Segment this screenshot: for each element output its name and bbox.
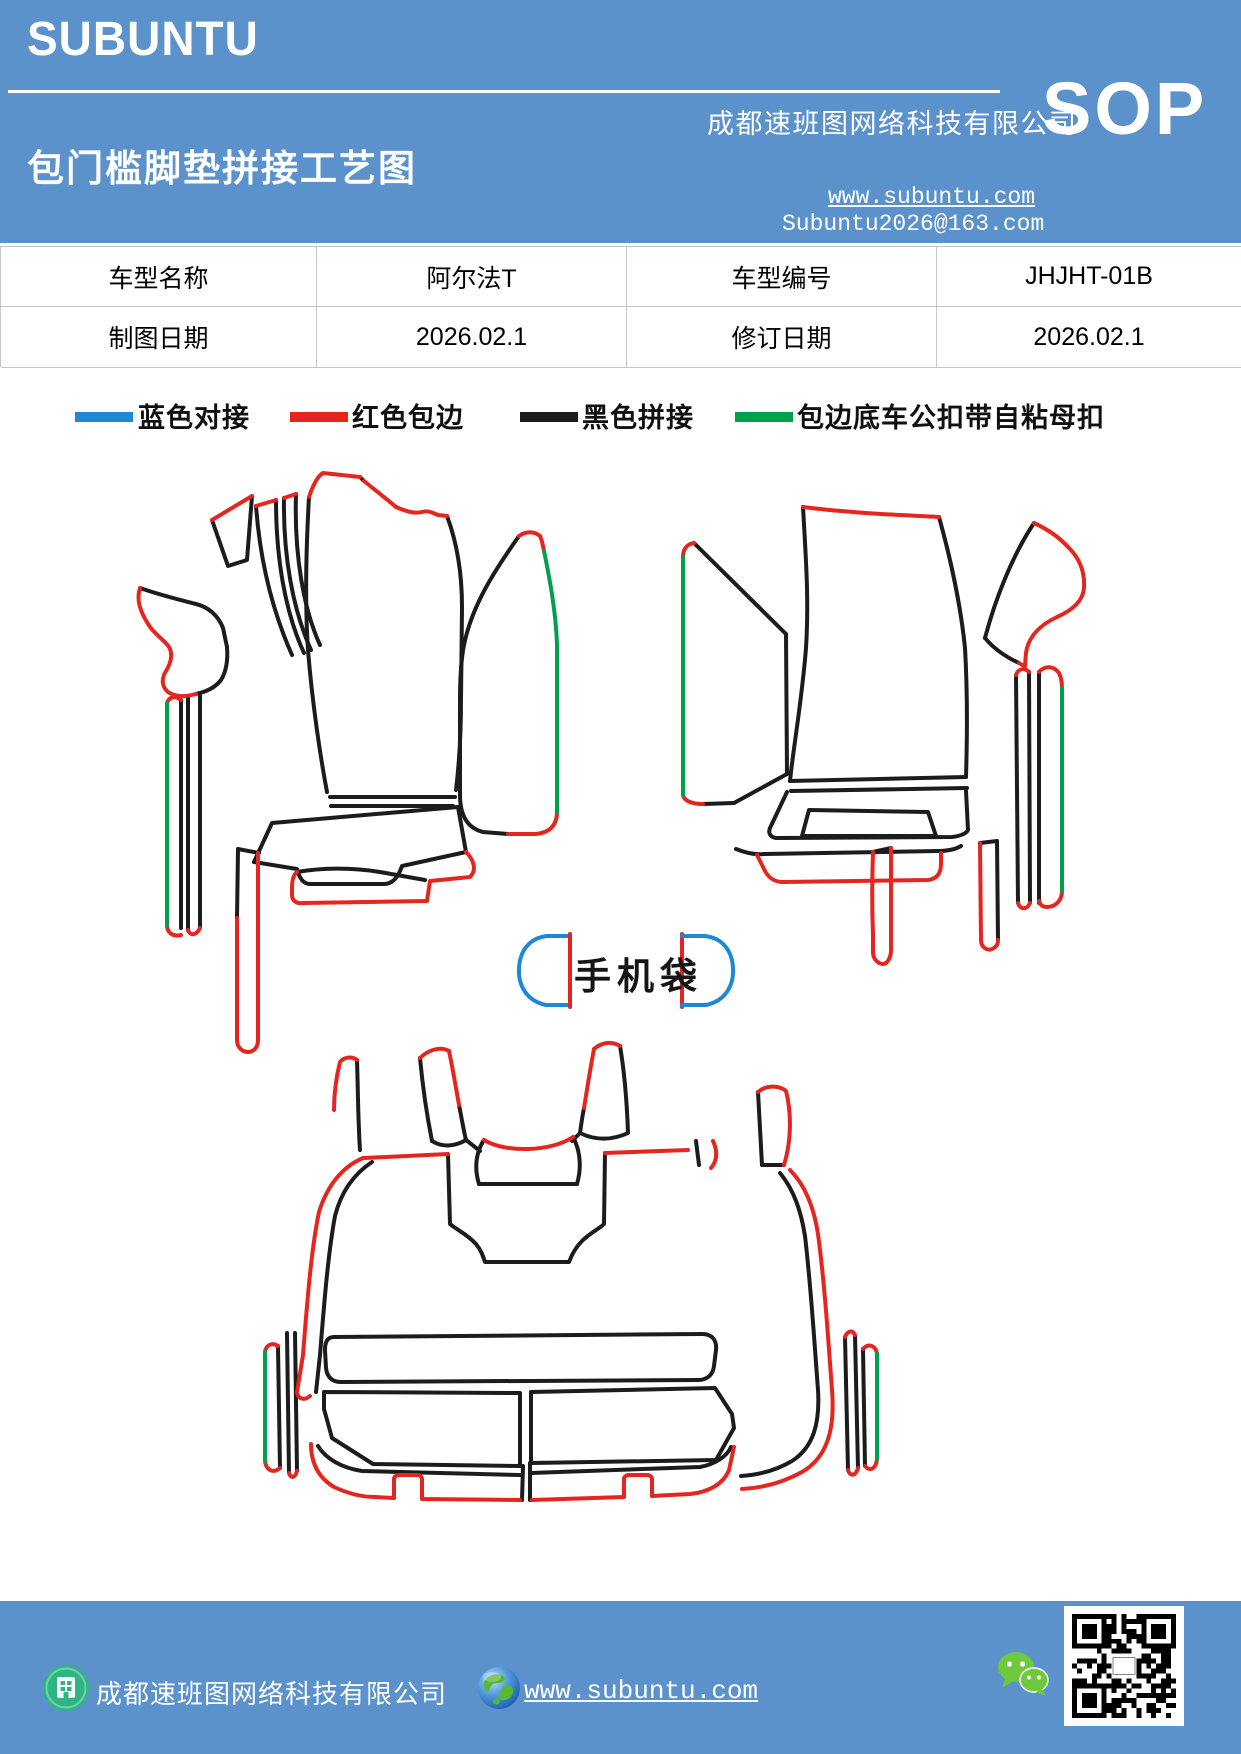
qr-code	[1064, 1606, 1184, 1726]
phone-bag-label: 手机袋	[574, 956, 703, 997]
sop-label: SOP	[1042, 67, 1208, 150]
legend-swatch-black	[520, 412, 578, 422]
wechat-icon	[998, 1652, 1049, 1696]
header-email[interactable]: Subuntu2026@163.com	[782, 211, 1045, 237]
table-cell-draw-date-label: 制图日期	[1, 307, 317, 368]
legend-swatch-blue	[75, 412, 133, 422]
legend-swatch-red	[290, 412, 348, 422]
brand-logo: SUBUNTU	[27, 11, 259, 66]
table-cell-revise-date-value: 2026.02.1	[937, 307, 1241, 368]
rear-mat-outline	[263, 1040, 879, 1502]
legend-label-blue: 蓝色对接	[138, 403, 250, 433]
table-cell-model-name-value: 阿尔法T	[317, 247, 627, 307]
table-cell-model-code-value: JHJHT-01B	[937, 247, 1241, 307]
legend: 蓝色对接 红色包边 黑色拼接 包边底车公扣带自粘母扣	[0, 400, 1241, 440]
legend-label-green: 包边底车公扣带自粘母扣	[797, 403, 1105, 433]
header-divider	[8, 90, 1000, 93]
table-cell-model-code-label: 车型编号	[627, 247, 937, 307]
header-website-link[interactable]: www.subuntu.com	[828, 184, 1036, 210]
globe-icon	[478, 1667, 520, 1709]
legend-label-red: 红色包边	[352, 403, 464, 433]
building-icon	[43, 1665, 89, 1711]
passenger-mat-outline	[681, 505, 1087, 966]
table-cell-draw-date-value: 2026.02.1	[317, 307, 627, 368]
table-cell-revise-date-label: 修订日期	[627, 307, 937, 368]
header-company-name: 成都速班图网络科技有限公司	[707, 109, 1078, 139]
driver-mat-outline	[136, 471, 559, 1054]
footer-company-name: 成都速班图网络科技有限公司	[96, 1679, 448, 1709]
table-cell-model-name-label: 车型名称	[1, 247, 317, 307]
footer-website-link[interactable]: www.subuntu.com	[524, 1676, 759, 1706]
legend-label-black: 黑色拼接	[582, 403, 694, 433]
legend-swatch-green	[735, 412, 793, 422]
vehicle-info-table: 车型名称 阿尔法T 车型编号 JHJHT-01B 制图日期 2026.02.1 …	[0, 246, 1241, 368]
page-title: 包门槛脚垫拼接工艺图	[27, 148, 417, 189]
header-band: SUBUNTU 包门槛脚垫拼接工艺图 成都速班图网络科技有限公司 www.sub…	[0, 0, 1241, 243]
